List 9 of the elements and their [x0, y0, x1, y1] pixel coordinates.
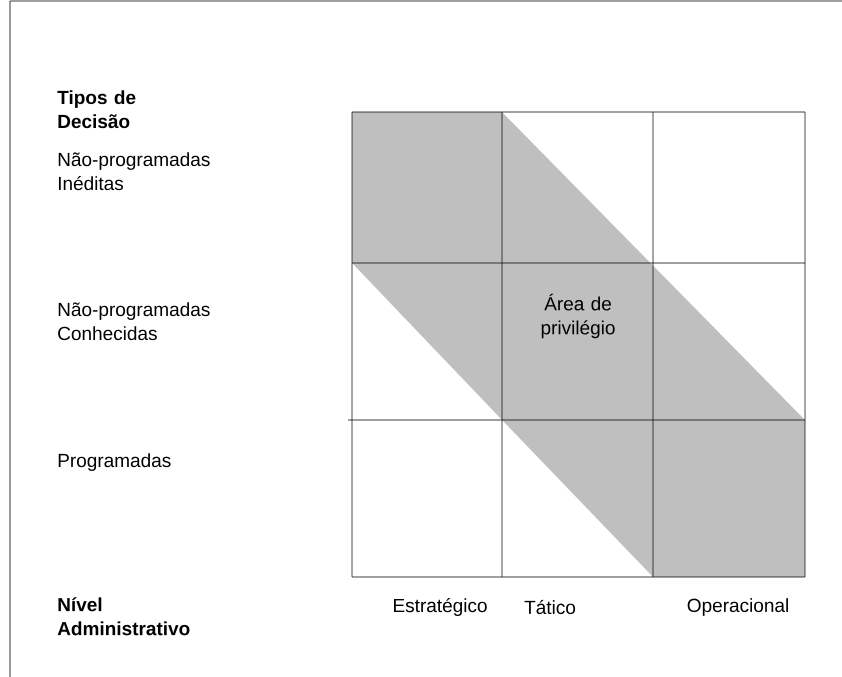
column-label: Estratégico: [394, 598, 487, 616]
column-label: Tático: [524, 600, 576, 614]
column-label: Operacional: [688, 598, 788, 616]
axis-title: Nível Administrativo: [58, 597, 190, 636]
area-label: Área de privilégio: [542, 294, 615, 338]
row-label: Programadas: [58, 453, 171, 471]
row-label: Não-programadas Inéditas: [58, 152, 210, 190]
axis-title: Tipos de Decisão: [57, 90, 136, 128]
row-label: Não-programadas Conhecidas: [58, 302, 210, 340]
